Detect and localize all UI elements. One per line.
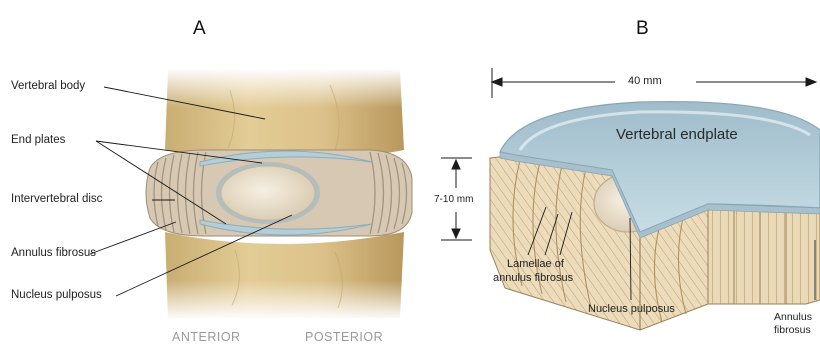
label-40mm: 40 mm	[628, 75, 662, 87]
label-7-10mm: 7-10 mm	[434, 194, 473, 205]
vertebra-upper	[160, 68, 410, 162]
label-vertebral-endplate: Vertebral endplate	[616, 126, 738, 143]
label-nucleus-pulposus-b: Nucleus pulposus	[588, 303, 675, 315]
label-end-plates: End plates	[11, 134, 65, 146]
panel-b-letter: B	[636, 18, 649, 40]
panel-a-letter: A	[193, 18, 206, 40]
label-vertebral-body: Vertebral body	[11, 80, 85, 92]
label-intervertebral-disc: Intervertebral disc	[11, 193, 102, 205]
label-anterior: ANTERIOR	[172, 330, 241, 344]
label-annulus-fibrosus: Annulus fibrosus	[11, 247, 96, 259]
vertebra-lower	[160, 232, 410, 320]
label-annulus-line2: fibrosus	[774, 324, 811, 336]
label-posterior: POSTERIOR	[305, 330, 383, 344]
label-nucleus-pulposus-a: Nucleus pulposus	[11, 289, 102, 301]
label-lamellae-line1: Lamellae of	[507, 258, 564, 270]
nucleus-pulposus-a	[221, 166, 315, 220]
label-annulus-line1: Annulus	[774, 311, 812, 323]
label-lamellae-line2: annulus fibrosus	[493, 272, 573, 284]
